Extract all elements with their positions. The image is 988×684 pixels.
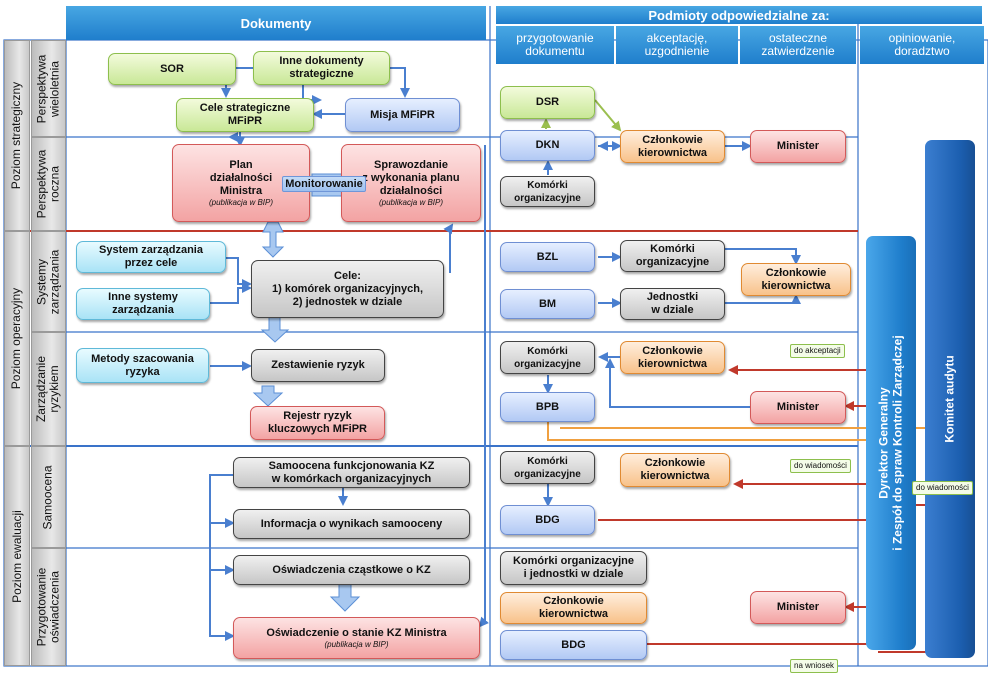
doc-risk-methods: Metody szacowania ryzyka [76,348,209,383]
callout-for-acceptance: do akceptacji [790,344,845,358]
header-col-accept: akceptację, uzgodnienie [616,26,738,64]
actor-management: Członkowie kierownictwa [620,130,725,163]
actor-dsr: DSR [500,86,595,119]
actor-units-org-4: Komórki organizacyjne [500,451,595,484]
row-systems: Systemy zarządzania [31,231,66,332]
actor-units-org-3: Komórki organizacyjne [500,341,595,374]
actor-management-2: Członkowie kierownictwa [741,263,851,296]
actor-management-4: Członkowie kierownictwa [620,453,730,487]
actor-minister: Minister [750,130,846,163]
actor-minister-2: Minister [750,391,846,424]
callout-for-info-2: do wiadomości [912,481,973,495]
row-risk: Zarządzanie ryzykiem [31,332,66,446]
doc-final-statement: Oświadczenie o stanie KZ Ministra(publik… [233,617,480,659]
actor-bdg-2: BDG [500,630,647,660]
doc-risk-list: Zestawienie ryzyk [251,349,385,382]
level-strategic: Poziom strategiczny [4,40,30,231]
actor-units-org-2: Komórki organizacyjne [620,240,725,272]
actor-units-dept: Jednostki w dziale [620,288,725,320]
doc-other-systems: Inne systemy zarządzania [76,288,210,320]
header-col-final: ostateczne zatwierdzenie [740,26,856,64]
actor-bdg: BDG [500,505,595,535]
doc-strategic-goals: Cele strategiczne MFiPR [176,98,314,132]
level-operational: Poziom operacyjny [4,231,30,446]
actor-director-general: Dyrektor Generalny i Zespół do spraw Kon… [866,236,916,650]
actor-bzl: BZL [500,242,595,272]
doc-other-strategic: Inne dokumenty strategiczne [253,51,390,85]
doc-self-assessment: Samoocena funkcjonowania KZ w komórkach … [233,457,470,488]
doc-goals: Cele: 1) komórek organizacyjnych, 2) jed… [251,260,444,318]
doc-self-info: Informacja o wynikach samooceny [233,509,470,539]
doc-arrows [209,67,489,641]
doc-mission: Misja MFiPR [345,98,460,132]
actor-dkn: DKN [500,130,595,161]
row-self: Samoocena [31,446,66,548]
actor-management-3: Członkowie kierownictwa [620,341,725,374]
doc-mbo-system: System zarządzania przez cele [76,241,226,273]
header-col-opinion: opiniowanie, doradztwo [860,26,984,64]
doc-risk-register: Rejestr ryzyk kluczowych MFiPR [250,406,385,440]
row-annual: Perspektywa roczna [31,137,66,231]
callout-for-info: do wiadomości [790,459,851,473]
header-documents: Dokumenty [66,6,486,40]
monitoring-label: Monitorowanie [282,176,366,192]
actor-bm: BM [500,289,595,319]
doc-partial-statements: Oświadczenia cząstkowe o KZ [233,555,470,585]
frame [3,6,988,667]
row-multiyear: Perspektywa wieloletnia [31,40,66,137]
actor-management-5: Członkowie kierownictwa [500,592,647,624]
callout-on-request: na wniosek [790,659,839,673]
actor-bpb: BPB [500,392,595,422]
header-responsible: Podmioty odpowiedzialne za: [496,6,982,24]
header-col-prep: przygotowanie dokumentu [496,26,614,64]
actor-audit-committee: Komitet audytu [925,140,975,658]
actor-units-and-dept: Komórki organizacyjne i jednostki w dzia… [500,551,647,585]
actor-minister-3: Minister [750,591,846,624]
doc-sor: SOR [108,53,236,85]
row-statements: Przygotowanie oświadczenia [31,548,66,666]
level-evaluation: Poziom ewaluacji [4,446,30,666]
actor-units-org: Komórki organizacyjne [500,176,595,207]
